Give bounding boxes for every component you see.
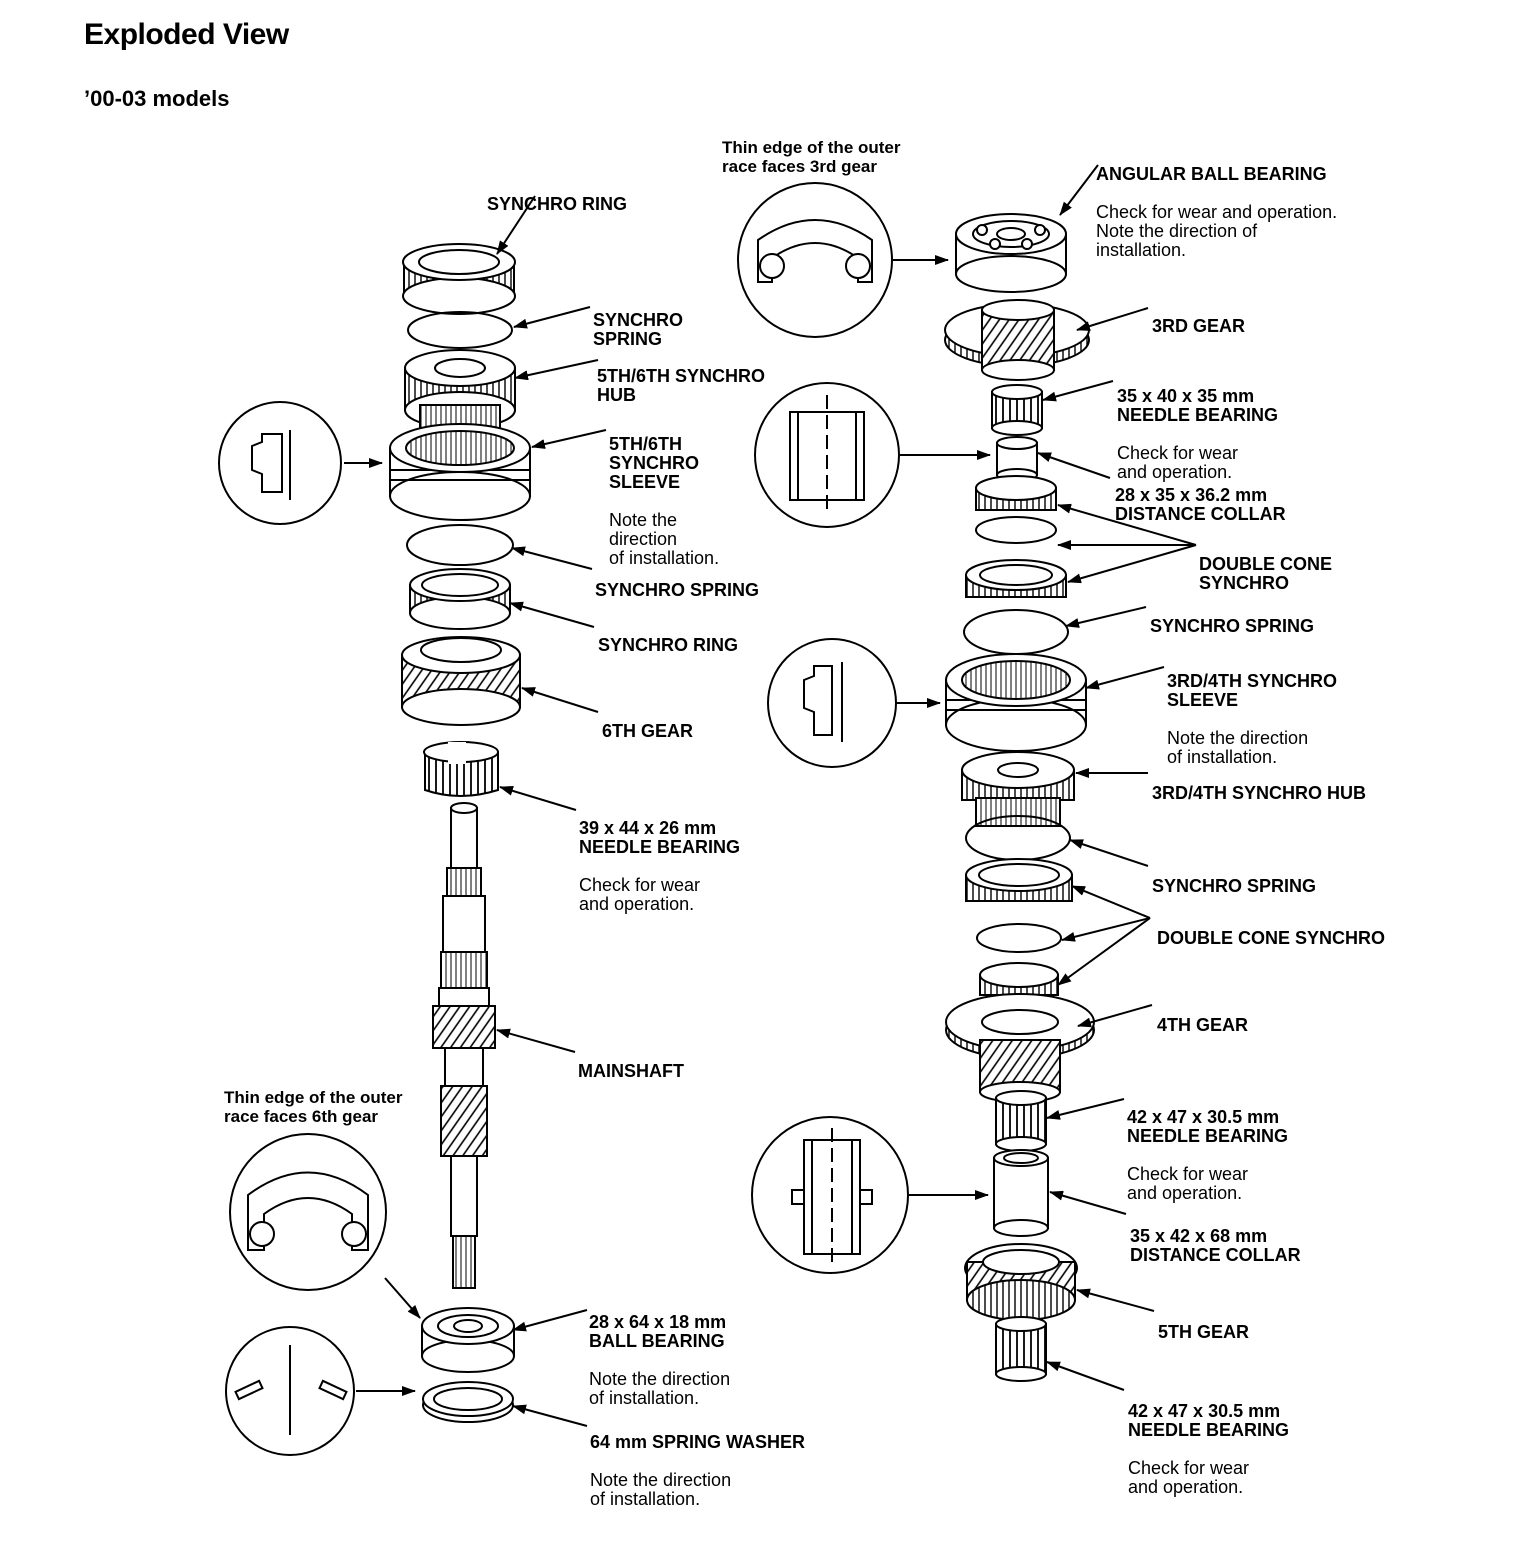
- label-spring-washer-64: 64 mm SPRING WASHER Note the direction o…: [590, 1432, 806, 1509]
- note-thin-edge-3rd: Thin edge of the outer race faces 3rd ge…: [722, 138, 901, 176]
- gear-6th-part: [401, 636, 521, 726]
- leader-line: [1065, 606, 1147, 628]
- label-double-cone-synchro-2: DOUBLE CONE SYNCHRO: [1157, 928, 1386, 948]
- label-needle-bearing-42b: 42 x 47 x 30.5 mm NEEDLE BEARING Check f…: [1128, 1401, 1290, 1497]
- leader-line: [512, 1404, 588, 1427]
- sleeve-profile-detail: [218, 401, 342, 525]
- leader-line: [1085, 666, 1165, 690]
- label-distance-collar-35: 35 x 42 x 68 mm DISTANCE COLLAR: [1130, 1226, 1301, 1265]
- mainshaft-part: [432, 802, 496, 1289]
- leader-line: [1069, 839, 1149, 867]
- hub-5-6-part: [404, 349, 516, 434]
- label-angular-ball-bearing: ANGULAR BALL BEARING Check for wear and …: [1096, 164, 1338, 260]
- spring-washer-part: [422, 1381, 514, 1423]
- leader-line: [1077, 1004, 1153, 1028]
- leader-line: [514, 359, 599, 381]
- synchro-spring-part: [407, 311, 513, 349]
- leader-line: [512, 1309, 588, 1332]
- leader-line: [511, 546, 593, 570]
- needle-bearing-35-part: [991, 384, 1043, 436]
- label-synchro-ring-top: SYNCHRO RING: [487, 194, 628, 214]
- bearing-profile-detail-6th: [229, 1133, 387, 1291]
- ball-bearing-part: [421, 1307, 515, 1373]
- double-cone-synchro-part: [965, 475, 1067, 598]
- label-synchro-spring-2: SYNCHRO SPRING: [595, 580, 760, 600]
- leader-line: [1049, 1190, 1127, 1215]
- label-5th-gear: 5TH GEAR: [1158, 1322, 1250, 1342]
- leader-line: [1067, 544, 1197, 584]
- leader-line: [531, 429, 607, 449]
- leader-line: [496, 195, 536, 255]
- double-cone-synchro-part: [965, 858, 1073, 996]
- leader-line: [1059, 164, 1099, 216]
- leader-line: [1046, 1098, 1125, 1120]
- label-synchro-ring-2: SYNCHRO RING: [598, 635, 739, 655]
- label-mainshaft: MAINSHAFT: [578, 1061, 684, 1081]
- label-synchro-spring-4: SYNCHRO SPRING: [1152, 876, 1317, 896]
- leader-line: [1037, 452, 1111, 479]
- collar-profile-detail-bottom: [751, 1116, 909, 1274]
- synchro-ring-part: [409, 568, 511, 630]
- label-needle-bearing-42a: 42 x 47 x 30.5 mm NEEDLE BEARING Check f…: [1127, 1107, 1289, 1203]
- leader-line: [499, 785, 577, 811]
- label-synchro-spring: SYNCHRO SPRING: [593, 310, 684, 349]
- leader-line: [1071, 885, 1151, 919]
- label-needle-bearing-39: 39 x 44 x 26 mm NEEDLE BEARING Check for…: [579, 818, 741, 914]
- sleeve-3-4-part: [945, 653, 1087, 752]
- washer-profile-detail: [225, 1326, 355, 1456]
- note-thin-edge-6th: Thin edge of the outer race faces 6th ge…: [224, 1088, 403, 1126]
- sleeve-5-6-part: [389, 423, 531, 521]
- model-years: ’00-03 models: [84, 86, 230, 111]
- leader-line: [1061, 917, 1151, 942]
- synchro-spring-part: [963, 609, 1069, 655]
- hub-3-4-part: [961, 751, 1075, 827]
- needle-bearing-42b-part: [995, 1316, 1047, 1382]
- synchro-spring-part: [406, 524, 514, 566]
- label-ball-bearing-28: 28 x 64 x 18 mm BALL BEARING Note the di…: [589, 1312, 731, 1408]
- label-hub-5-6: 5TH/6TH SYNCHRO HUB: [597, 366, 766, 405]
- label-sleeve-5-6: 5TH/6TH SYNCHRO SLEEVE Note the directio…: [609, 434, 720, 568]
- label-sleeve-3-4: 3RD/4TH SYNCHRO SLEEVE Note the directio…: [1167, 671, 1338, 767]
- needle-bearing-42a-part: [995, 1090, 1047, 1152]
- page-title: Exploded View: [84, 18, 289, 51]
- leader-line: [1042, 380, 1114, 402]
- label-hub-3-4: 3RD/4TH SYNCHRO HUB: [1152, 783, 1367, 803]
- leader-line: [521, 687, 599, 713]
- label-needle-bearing-35: 35 x 40 x 35 mm NEEDLE BEARING Check for…: [1117, 386, 1279, 482]
- leader-line: [1057, 917, 1151, 986]
- label-synchro-spring-3: SYNCHRO SPRING: [1150, 616, 1315, 636]
- leader-line: [509, 601, 595, 628]
- label-3rd-gear: 3RD GEAR: [1152, 316, 1246, 336]
- leader-line: [496, 1028, 576, 1053]
- label-double-cone-synchro-1: DOUBLE CONE SYNCHRO: [1199, 554, 1333, 593]
- needle-bearing-39-part: [423, 741, 499, 797]
- synchro-ring-top-part: [402, 243, 516, 315]
- label-6th-gear: 6TH GEAR: [602, 721, 694, 741]
- distance-collar-35-part: [993, 1149, 1049, 1237]
- leader-line: [1046, 1361, 1125, 1391]
- label-distance-collar-28: 28 x 35 x 36.2 mm DISTANCE COLLAR: [1115, 485, 1286, 524]
- distance-collar-28-part: [996, 436, 1038, 482]
- leader-line: [1057, 503, 1197, 546]
- bearing-profile-detail-3rd: [737, 182, 893, 338]
- leader-line: [1076, 1288, 1155, 1312]
- leader-line: [513, 306, 591, 329]
- leader-line: [384, 1277, 421, 1319]
- angular-ball-bearing-part: [955, 213, 1067, 293]
- sleeve-profile-detail-3-4: [767, 638, 897, 768]
- gear-3rd-part: [944, 299, 1090, 381]
- leader-line: [1076, 307, 1149, 331]
- collar-profile-detail-top: [754, 382, 900, 528]
- gear-5th-part: [964, 1243, 1078, 1321]
- label-4th-gear: 4TH GEAR: [1157, 1015, 1249, 1035]
- gear-4th-part: [945, 993, 1095, 1103]
